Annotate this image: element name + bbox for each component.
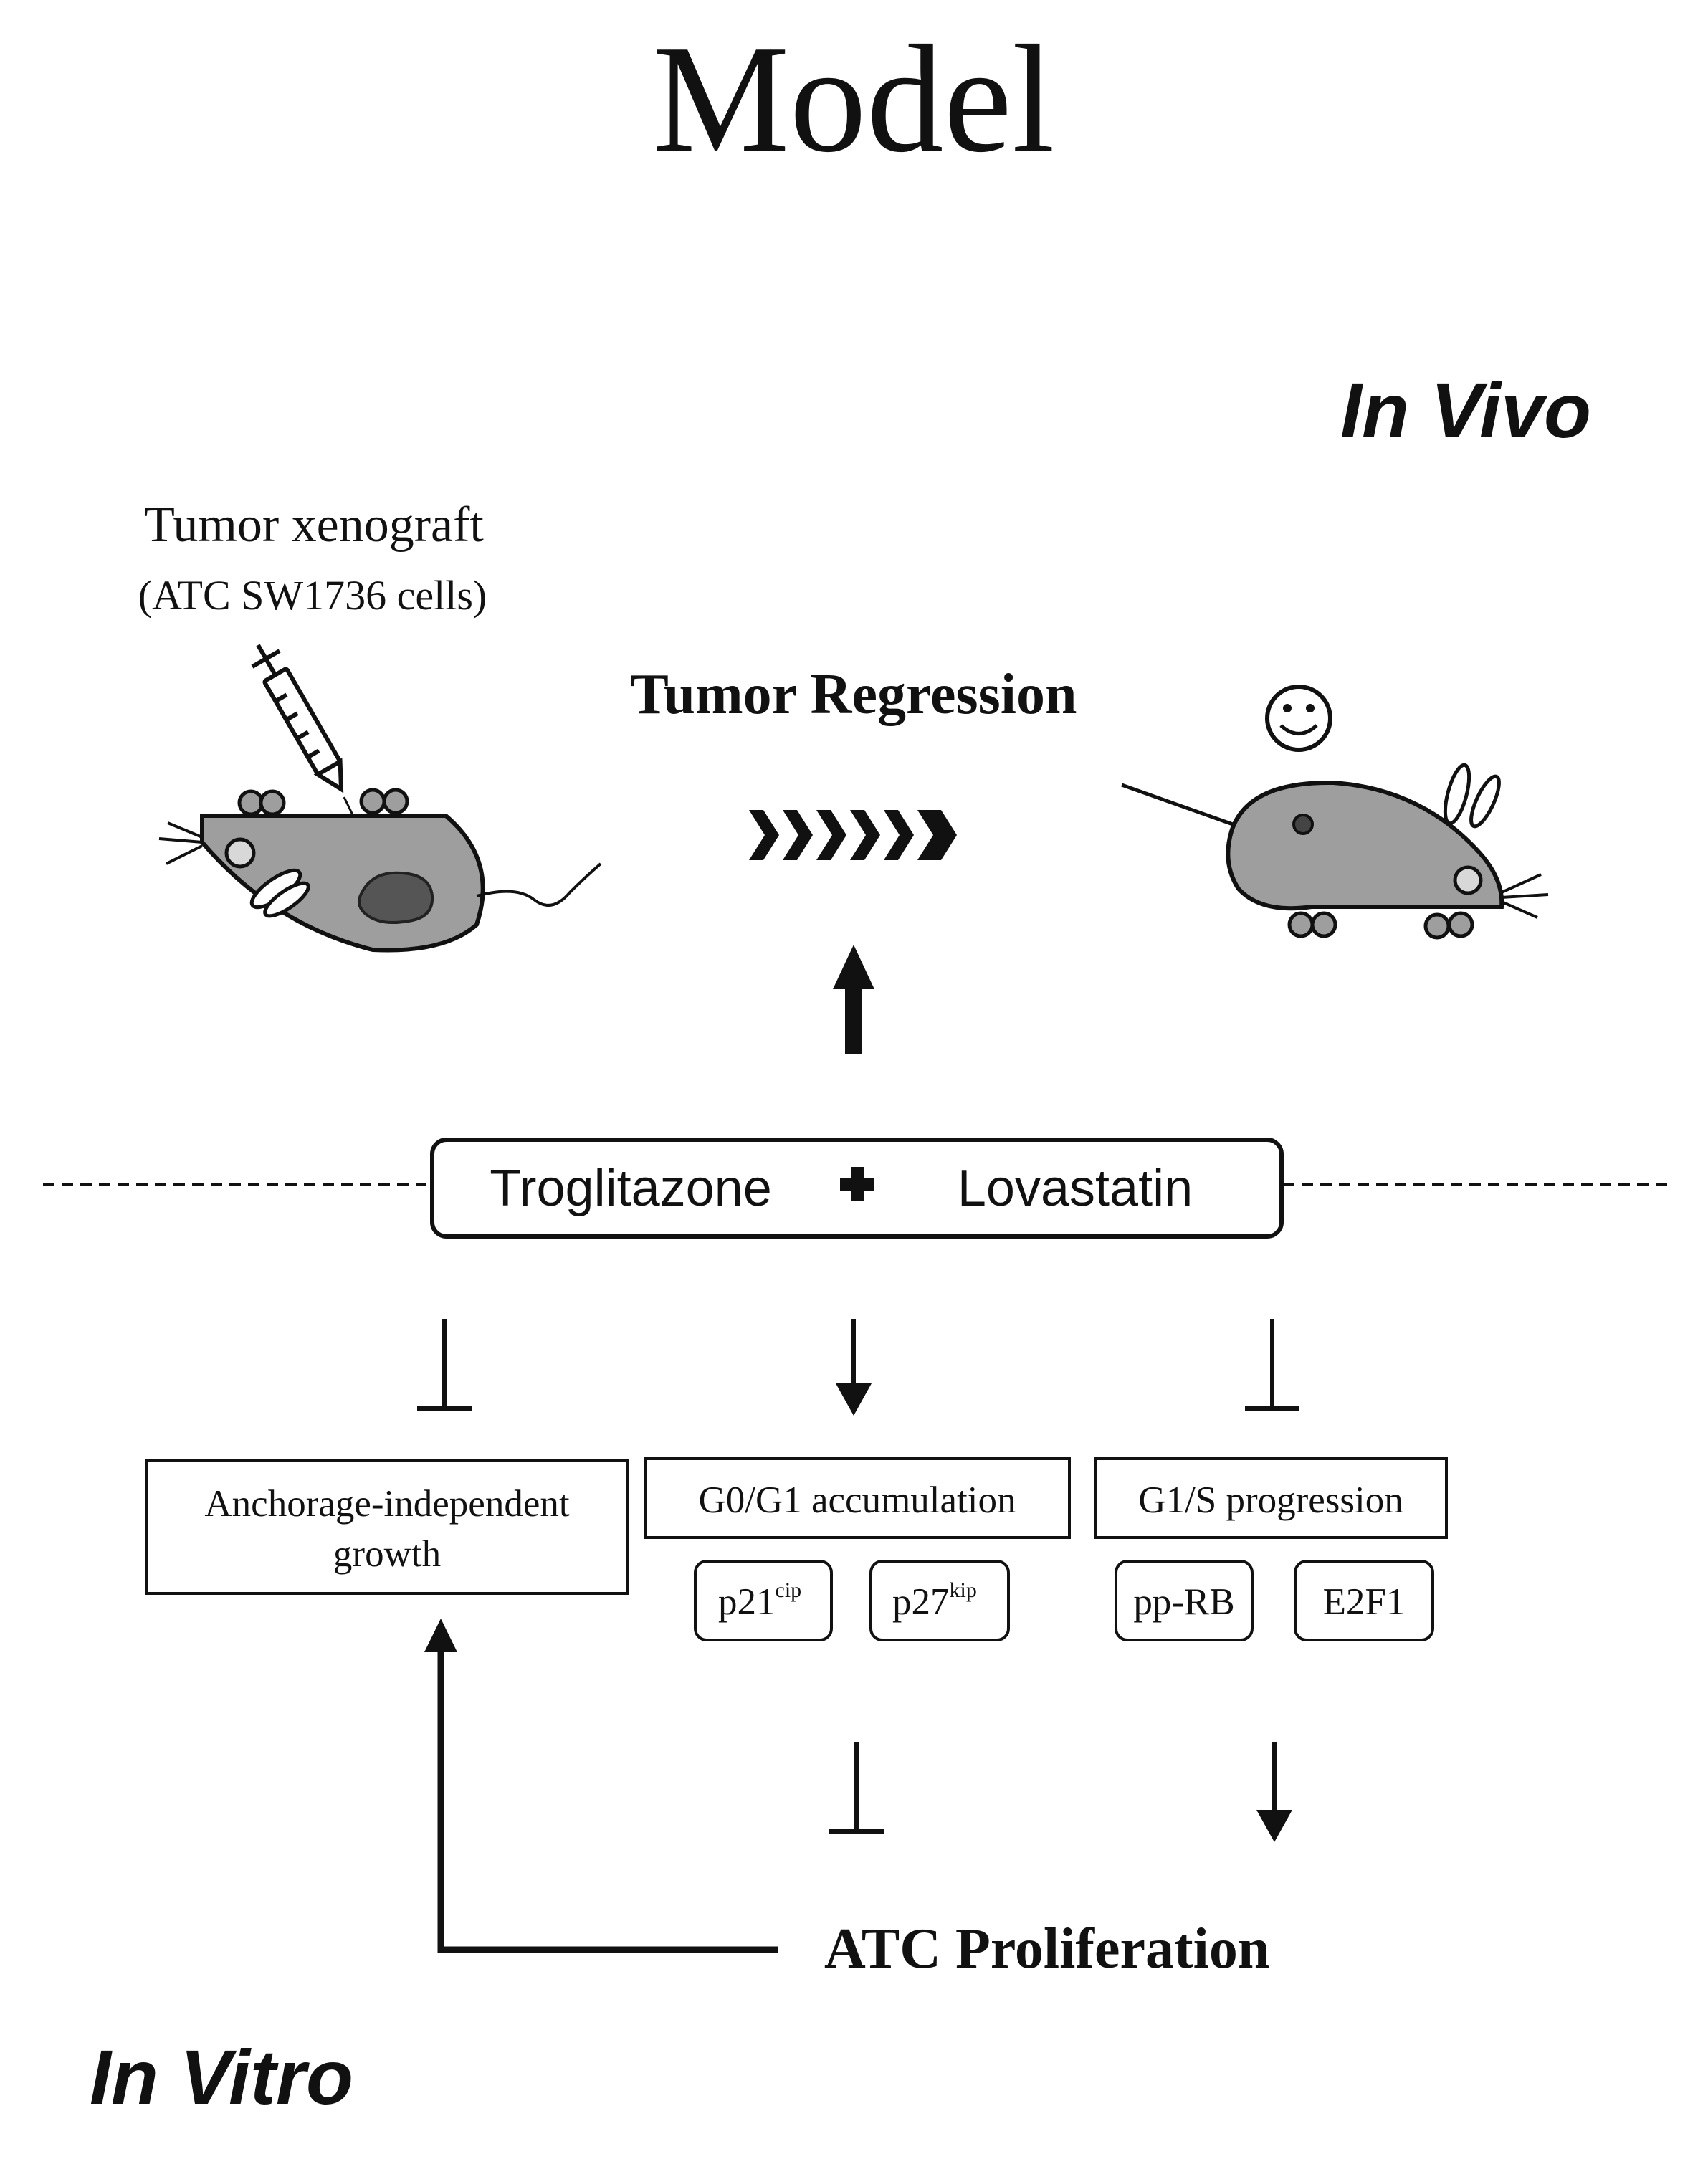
plus-icon — [840, 1167, 874, 1201]
upward-arrow — [833, 945, 874, 1054]
p21-label: p21cip — [718, 1578, 801, 1623]
g0g1-box — [644, 1457, 1071, 1539]
feedback-arrow — [424, 1619, 778, 1953]
syringe-icon — [251, 644, 344, 793]
e2f1-label: E2F1 — [1323, 1581, 1406, 1623]
inhibit-proliferation-symbol — [829, 1742, 884, 1834]
inhibit-g1s-symbol — [1245, 1319, 1299, 1411]
anchorage-label-line2: growth — [333, 1533, 441, 1575]
p27-label: p27kip — [892, 1578, 977, 1623]
e2f1-box — [1294, 1560, 1434, 1641]
in-vitro-label: In Vitro — [90, 2034, 353, 2120]
healthy-mouse-icon — [1121, 763, 1549, 940]
drug-troglitazone: Troglitazone — [490, 1160, 772, 1217]
anchorage-label-line1: Anchorage-independent — [204, 1483, 569, 1525]
chevron-arrows-icon — [749, 810, 957, 860]
mouse-with-tumor-icon — [158, 788, 602, 953]
pprb-box — [1115, 1560, 1254, 1641]
inhibit-anchorage-symbol — [417, 1319, 472, 1411]
g1s-box — [1094, 1457, 1448, 1539]
xenograft-cells-label: (ATC SW1736 cells) — [138, 572, 487, 619]
diagram-title: Model — [652, 13, 1054, 184]
drug-lovastatin: Lovastatin — [958, 1160, 1193, 1217]
atc-proliferation-label: ATC Proliferation — [824, 1917, 1269, 1981]
in-vivo-label: In Vivo — [1340, 367, 1591, 454]
xenograft-label: Tumor xenograft — [144, 497, 484, 553]
p27-box — [869, 1560, 1010, 1641]
g0g1-label: G0/G1 accumulation — [698, 1479, 1016, 1521]
smiley-face-icon — [1265, 685, 1332, 752]
pprb-label: pp-RB — [1133, 1581, 1234, 1623]
tumor-regression-label: Tumor Regression — [630, 663, 1077, 726]
arrow-to-g0g1 — [836, 1319, 872, 1416]
arrow-to-proliferation — [1256, 1742, 1292, 1842]
g1s-label: G1/S progression — [1138, 1479, 1403, 1521]
anchorage-box — [145, 1459, 629, 1595]
p21-box — [694, 1560, 833, 1641]
